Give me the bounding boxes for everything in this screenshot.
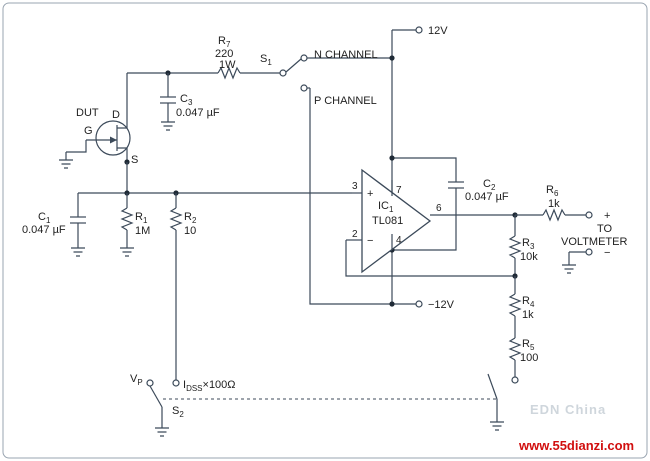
- pin4-label: 4: [396, 235, 402, 246]
- voltmeter-minus-label: −: [604, 247, 610, 259]
- resistor-r3: [508, 215, 522, 276]
- r2-value: 10: [184, 225, 196, 237]
- vp-label: VP: [130, 373, 143, 387]
- s2-label: S2: [172, 405, 184, 419]
- r7-power: 1W: [219, 59, 236, 71]
- r5-terminal: [511, 376, 519, 384]
- drain-label: D: [112, 109, 120, 121]
- opamp-minus-sign: −: [367, 235, 373, 247]
- resistor-r7: [127, 66, 280, 80]
- r4-value: 1k: [522, 309, 534, 321]
- r3-label: R3: [522, 237, 535, 251]
- pin7-label: 7: [396, 185, 402, 196]
- pin2-label: 2: [352, 229, 358, 240]
- s1-label: S1: [260, 53, 272, 67]
- r6-label: R6: [546, 184, 559, 198]
- switch-s2-gang: [487, 373, 504, 431]
- source-label: S: [131, 154, 138, 166]
- switch-s1: [279, 54, 310, 92]
- ic1-part: TL081: [372, 215, 403, 227]
- r7-label: R7: [218, 35, 231, 49]
- voltmeter-plus-label: +: [604, 210, 610, 222]
- feedback-wire: [345, 240, 515, 277]
- gate-label: G: [84, 125, 93, 137]
- c2-label: C2: [483, 178, 496, 192]
- voltmeter-pos-terminal: [585, 211, 593, 219]
- c3-value: 0.047 µF: [176, 107, 220, 119]
- voltmeter-label: VOLTMETER: [561, 236, 627, 248]
- capacitor-c1: [70, 193, 86, 257]
- node: [389, 55, 395, 61]
- supply-pos-terminal: [415, 26, 423, 34]
- r5-value: 100: [520, 352, 538, 364]
- jfet-dut: [59, 116, 131, 169]
- dut-label: DUT: [76, 107, 99, 119]
- node: [389, 155, 395, 161]
- idss-terminal: [172, 379, 180, 387]
- r5-label: R5: [522, 338, 535, 352]
- pin6-label: 6: [436, 203, 442, 214]
- node: [389, 301, 395, 307]
- watermark-logo: EDN China: [530, 402, 606, 417]
- n-channel-label: N CHANNEL: [314, 49, 378, 61]
- pin3-label: 3: [352, 181, 358, 192]
- supply-pos-label: 12V: [428, 25, 448, 37]
- voltmeter-neg-terminal: [585, 248, 593, 256]
- switch-s2: [146, 379, 169, 437]
- opamp-ic1: [346, 168, 515, 274]
- r1-value: 1M: [135, 225, 150, 237]
- supply-neg-label: −12V: [428, 299, 455, 311]
- resistor-r6: [515, 208, 586, 222]
- to-label: TO: [597, 223, 613, 235]
- r1-label: R1: [135, 211, 148, 225]
- voltmeter-ground: [562, 251, 586, 274]
- r4-label: R4: [522, 295, 535, 309]
- resistor-r1: [120, 193, 134, 257]
- opamp-plus-sign: +: [367, 188, 373, 200]
- supply-neg-terminal: [415, 300, 423, 308]
- resistor-r2: [169, 193, 183, 380]
- c2-value: 0.047 µF: [465, 191, 509, 203]
- r6-value: 1k: [548, 198, 560, 210]
- r2-label: R2: [184, 211, 197, 225]
- c3-label: C3: [180, 93, 193, 107]
- r7-value: 220: [215, 48, 233, 60]
- resistor-r4: [508, 276, 522, 338]
- c1-label: C1: [38, 211, 51, 225]
- r3-value: 10k: [520, 251, 538, 263]
- capacitor-c2: [448, 181, 464, 196]
- ic1-label: IC1: [378, 200, 394, 214]
- c1-value: 0.047 µF: [22, 224, 66, 236]
- watermark-url: www.55dianzi.com: [518, 438, 634, 453]
- resistor-r5: [508, 337, 522, 377]
- idss-label: IDSS×100Ω: [183, 379, 236, 393]
- capacitor-c3: [160, 73, 176, 131]
- p-channel-label: P CHANNEL: [314, 95, 377, 107]
